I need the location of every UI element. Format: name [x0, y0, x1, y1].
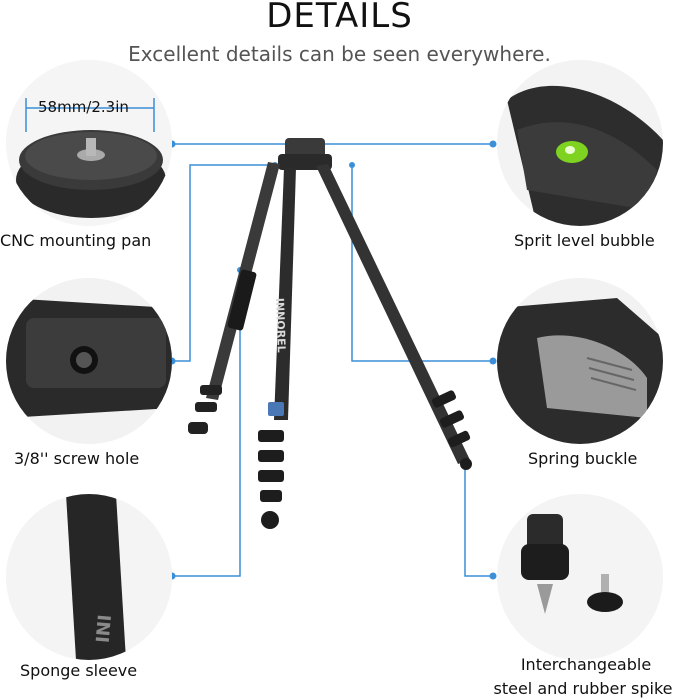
tripod-illustration: INNOREL [188, 138, 472, 529]
page-title: DETAILS [266, 0, 413, 36]
spring-buckle-photo [497, 278, 663, 444]
svg-text:INI: INI [91, 614, 114, 644]
mounting-pan-dimension: 58mm/2.3in [38, 98, 129, 116]
level-bubble-caption: Sprit level bubble [514, 231, 655, 250]
spike-caption-line1: Interchangeable [520, 655, 652, 674]
sponge-sleeve-photo: INI [6, 494, 172, 660]
page-subtitle: Excellent details can be seen everywhere… [128, 42, 551, 66]
screw-hole-caption: 3/8'' screw hole [14, 449, 140, 468]
level-bubble-photo [497, 60, 663, 226]
connector-spike [464, 466, 493, 577]
connector-screw-hole [172, 164, 275, 362]
tripod-brand-label: INNOREL [273, 298, 288, 353]
connector-sponge-sleeve [172, 270, 241, 577]
spring-buckle-caption: Spring buckle [528, 449, 638, 468]
spike-photo [497, 494, 663, 660]
sponge-sleeve-caption: Sponge sleeve [20, 661, 138, 680]
mounting-pan-caption: CNC mounting pan [0, 231, 152, 250]
spike-caption-line2: steel and rubber spike [493, 679, 673, 698]
mounting-pan-photo [6, 60, 172, 226]
screw-hole-photo [6, 278, 172, 444]
